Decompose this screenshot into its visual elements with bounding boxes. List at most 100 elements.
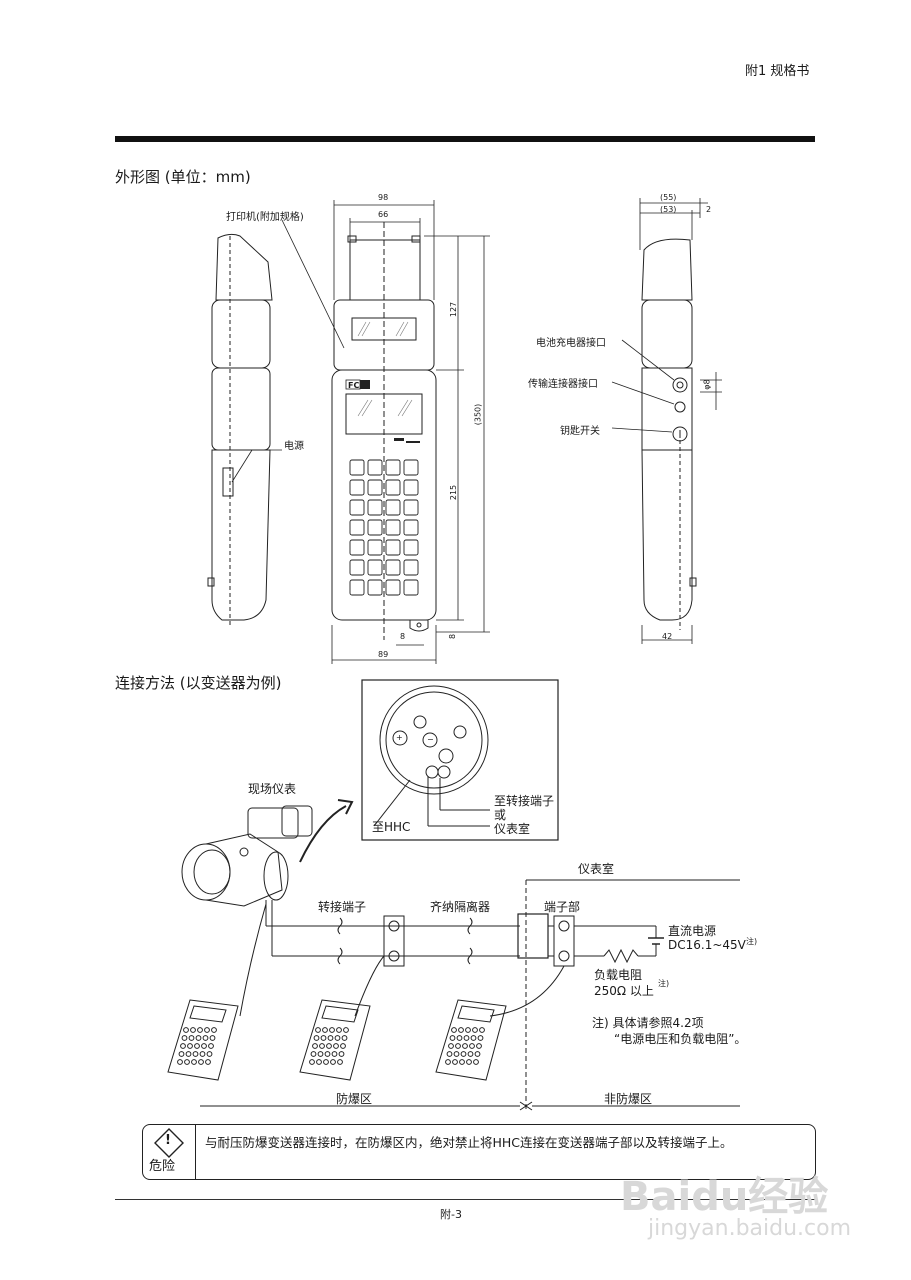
dim-2: 2 — [706, 205, 712, 214]
hhc-key — [206, 1051, 213, 1057]
hhc-key — [204, 1027, 210, 1033]
hhc-key — [336, 1027, 342, 1033]
hhc-key — [309, 1059, 315, 1065]
keypad-key — [367, 479, 383, 496]
hhc-screen — [321, 1005, 359, 1023]
terminal-plus: + — [396, 733, 403, 742]
hhc-key — [465, 1027, 471, 1033]
hhc-key — [343, 1027, 349, 1033]
printer-label: 打印机(附加规格) — [226, 212, 304, 223]
keypad-key — [385, 559, 401, 576]
dim-8a: 8 — [400, 632, 406, 641]
hhc-key — [463, 1035, 470, 1041]
transfer-port-label: 传输连接器接口 — [528, 379, 598, 390]
keypad-key — [349, 499, 365, 516]
keypad-key — [367, 539, 383, 556]
hhc-key — [211, 1027, 217, 1033]
keypad-key — [349, 579, 365, 596]
brand-logo: FC — [348, 381, 360, 390]
heading-rule — [115, 136, 815, 142]
keypad-key — [367, 519, 383, 536]
watermark-brand: Baidu经验 — [620, 1174, 829, 1220]
hhc-key — [331, 1051, 338, 1057]
keypad-key — [403, 499, 419, 516]
hhc-key — [446, 1051, 453, 1057]
keypad-key — [403, 539, 419, 556]
hhc-key — [466, 1059, 472, 1065]
hhc-key — [323, 1059, 329, 1065]
section-header: 附1 规格书 — [745, 64, 810, 79]
hhc-key — [324, 1051, 331, 1057]
load-spec-label: 250Ω 以上 — [594, 984, 654, 998]
hhc-key — [452, 1059, 458, 1065]
note-ref-a: 注) 具体请参照4.2项 — [592, 1016, 704, 1030]
connection-title: 连接方法 (以变送器为例) — [115, 674, 282, 692]
hhc-key — [329, 1027, 335, 1033]
keypad-key — [385, 459, 401, 476]
terminal-minus: − — [427, 735, 434, 744]
field-instrument-label: 现场仪表 — [248, 782, 297, 796]
keypad-key — [349, 479, 365, 496]
dim-53: (53) — [660, 205, 677, 214]
warning-diamond-icon — [154, 1128, 184, 1158]
hhc-key — [199, 1051, 206, 1057]
keypad-key — [403, 519, 419, 536]
hhc-key — [326, 1043, 332, 1049]
note-mark-1: 注) — [746, 937, 758, 946]
hhc-key — [312, 1043, 318, 1049]
key-switch-label: 钥匙开关 — [560, 426, 600, 437]
hhc-key — [476, 1043, 482, 1049]
dim-55: (55) — [660, 193, 677, 202]
charger-port-label: 电池充电器接口 — [536, 338, 606, 349]
explosion-zone-label: 防爆区 — [336, 1092, 373, 1106]
keypad-key — [349, 459, 365, 476]
hhc-key — [198, 1059, 204, 1065]
danger-warning-box: ! 危险 与耐压防爆变送器连接时，在防爆区内，绝对禁止将HHC连接在变送器端子部… — [142, 1124, 816, 1180]
or-label: 或 — [494, 808, 507, 822]
watermark-url: jingyan.baidu.com — [648, 1216, 852, 1241]
dim-66: 66 — [378, 210, 389, 219]
power-label: 电源 — [284, 441, 304, 452]
dim-98: 98 — [378, 193, 389, 202]
hhc-key — [445, 1059, 451, 1065]
keypad-key — [403, 459, 419, 476]
hhc-key — [191, 1059, 197, 1065]
terminal-section-label: 端子部 — [544, 900, 581, 914]
side-view-left — [207, 233, 273, 628]
danger-text: 与耐压防爆变送器连接时，在防爆区内，绝对禁止将HHC连接在变送器端子部以及转接端… — [205, 1135, 733, 1150]
hhc-key — [187, 1043, 193, 1049]
instrument-room-small-label: 仪表室 — [494, 822, 531, 836]
hhc-key — [456, 1035, 463, 1041]
hhc-device — [435, 999, 507, 1081]
note-ref-b: “电源电压和负载电阻”。 — [614, 1032, 747, 1046]
hhc-key — [455, 1043, 461, 1049]
hhc-key — [310, 1051, 317, 1057]
hhc-key — [458, 1027, 464, 1033]
hhc-key — [315, 1027, 321, 1033]
instrument-room-label: 仪表室 — [578, 862, 615, 876]
page-number: 附-3 — [440, 1208, 462, 1221]
hhc-key — [334, 1035, 341, 1041]
hhc-key — [473, 1059, 479, 1065]
hhc-key — [209, 1035, 216, 1041]
dim-42: 42 — [662, 632, 673, 641]
hhc-key — [181, 1035, 188, 1041]
note-mark-2: 注) — [658, 979, 670, 988]
exclamation-icon: ! — [165, 1133, 171, 1148]
hhc-key — [195, 1035, 202, 1041]
hhc-key — [192, 1051, 199, 1057]
hhc-key — [448, 1043, 454, 1049]
to-terminal-label: 至转接端子 — [494, 794, 555, 808]
hhc-key — [322, 1027, 328, 1033]
hhc-key — [183, 1027, 189, 1033]
keypad-key — [349, 539, 365, 556]
dim-89: 89 — [378, 650, 389, 659]
hhc-key — [197, 1027, 203, 1033]
hhc-key — [201, 1043, 207, 1049]
hhc-key — [333, 1043, 339, 1049]
danger-symbol-cell: ! 危险 — [143, 1125, 196, 1179]
hhc-key — [320, 1035, 327, 1041]
hhc-key — [327, 1035, 334, 1041]
non-explosion-zone-label: 非防爆区 — [604, 1092, 653, 1106]
